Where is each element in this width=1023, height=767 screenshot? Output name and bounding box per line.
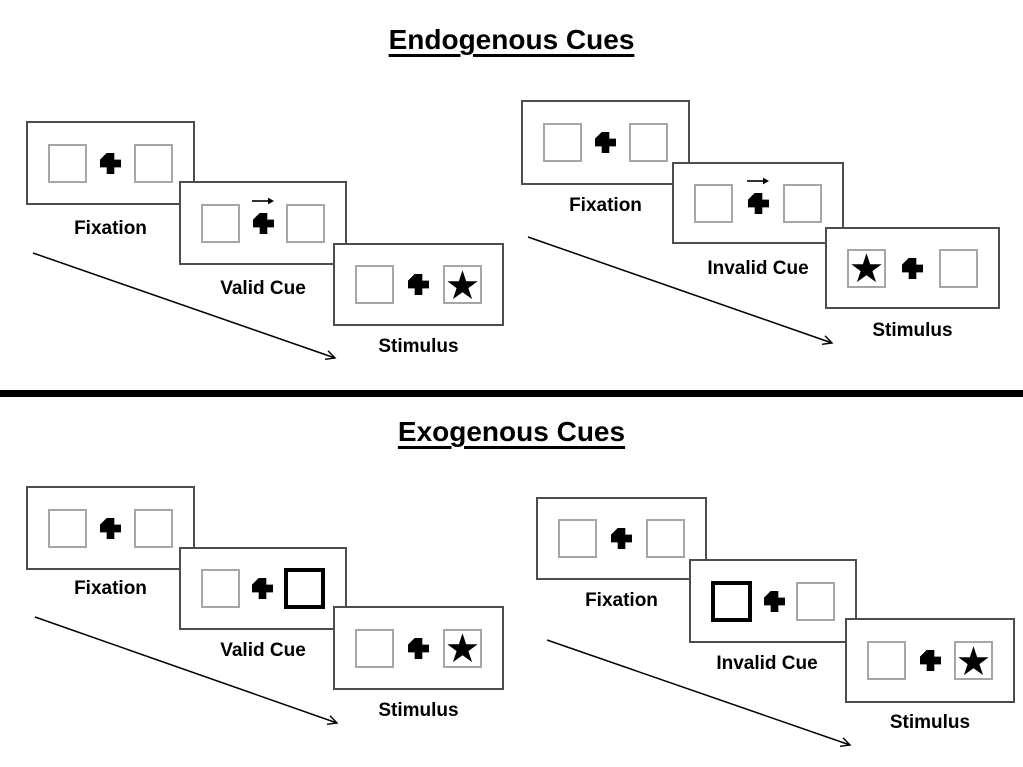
- left-box: [355, 265, 394, 304]
- timeline-arrow: [527, 236, 840, 351]
- left-box: [847, 248, 886, 288]
- right-box: [783, 183, 822, 223]
- timeline-arrow: [34, 616, 347, 731]
- timeline-arrow: [32, 252, 345, 367]
- panel-label-stimulus: Stimulus: [889, 712, 971, 733]
- fixation-cross-icon: [595, 132, 616, 153]
- left-box: [694, 183, 733, 223]
- star-icon: [958, 645, 989, 675]
- stimulus-panel: [333, 243, 504, 326]
- left-box: [201, 203, 240, 243]
- cue-panel: [179, 547, 347, 630]
- fixation-cross-icon: [611, 528, 632, 549]
- right-box: [443, 265, 482, 304]
- cue-panel: [179, 181, 347, 265]
- panel-label-stimulus: Stimulus: [872, 320, 953, 341]
- panel-label-stimulus: Stimulus: [378, 700, 459, 721]
- fixation-cross-icon: [763, 590, 785, 612]
- fixation-cross-icon: [919, 650, 941, 671]
- section-divider: [0, 390, 1023, 397]
- star-icon: [447, 269, 478, 299]
- cue-arrow-right-icon: [747, 177, 769, 184]
- highlighted-cue-box: [711, 580, 752, 622]
- panel-label-fixation: Fixation: [569, 195, 642, 216]
- panel-label-fixation: Fixation: [585, 590, 658, 611]
- right-box: [646, 519, 685, 558]
- section-title-exogenous-text: Exogenous Cues: [397, 416, 626, 447]
- panel-label-valid-cue: Valid Cue: [220, 278, 306, 299]
- right-box: [134, 508, 173, 548]
- right-box: [954, 641, 993, 680]
- panel-label-fixation: Fixation: [74, 218, 147, 239]
- right-box: [939, 248, 978, 288]
- cue-arrow-right-icon: [252, 197, 274, 204]
- fixation-panel: [26, 121, 195, 205]
- section-title-endogenous-text: Endogenous Cues: [388, 24, 635, 55]
- right-box: [796, 581, 835, 621]
- cue-panel: [672, 162, 844, 244]
- fixation-cross-icon: [408, 637, 429, 659]
- section-title-exogenous: Exogenous Cues: [0, 416, 1023, 448]
- left-box: [543, 123, 582, 162]
- fixation-cross-icon: [251, 578, 273, 599]
- star-icon: [851, 253, 882, 283]
- panel-label-valid-cue: Valid Cue: [220, 640, 306, 661]
- timeline-arrow: [546, 639, 859, 753]
- highlighted-cue-box: [284, 568, 325, 609]
- left-box: [355, 628, 394, 668]
- fixation-cross-icon: [252, 197, 274, 234]
- stimulus-panel: [845, 618, 1015, 703]
- left-box: [201, 569, 240, 608]
- left-box: [867, 641, 906, 680]
- fixation-panel: [26, 486, 195, 570]
- panel-label-fixation: Fixation: [74, 578, 147, 599]
- fixation-panel: [536, 497, 707, 580]
- left-box: [558, 519, 597, 558]
- fixation-panel: [521, 100, 690, 185]
- right-box: [286, 203, 325, 243]
- fixation-cross-icon: [100, 152, 121, 174]
- section-title-endogenous: Endogenous Cues: [0, 24, 1023, 56]
- right-box: [629, 123, 668, 162]
- star-icon: [447, 633, 478, 663]
- left-box: [48, 143, 87, 183]
- right-box: [134, 143, 173, 183]
- panel-label-stimulus: Stimulus: [378, 336, 459, 357]
- panel-label-invalid-cue: Invalid Cue: [716, 653, 818, 674]
- right-box: [443, 628, 482, 668]
- fixation-cross-icon: [408, 274, 429, 295]
- cue-panel: [689, 559, 857, 643]
- fixation-cross-icon: [747, 177, 769, 214]
- fixation-cross-icon: [902, 257, 923, 279]
- stimulus-panel: [333, 606, 504, 690]
- fixation-cross-icon: [100, 517, 121, 539]
- left-box: [48, 508, 87, 548]
- stimulus-panel: [825, 227, 1000, 309]
- panel-label-invalid-cue: Invalid Cue: [707, 258, 809, 279]
